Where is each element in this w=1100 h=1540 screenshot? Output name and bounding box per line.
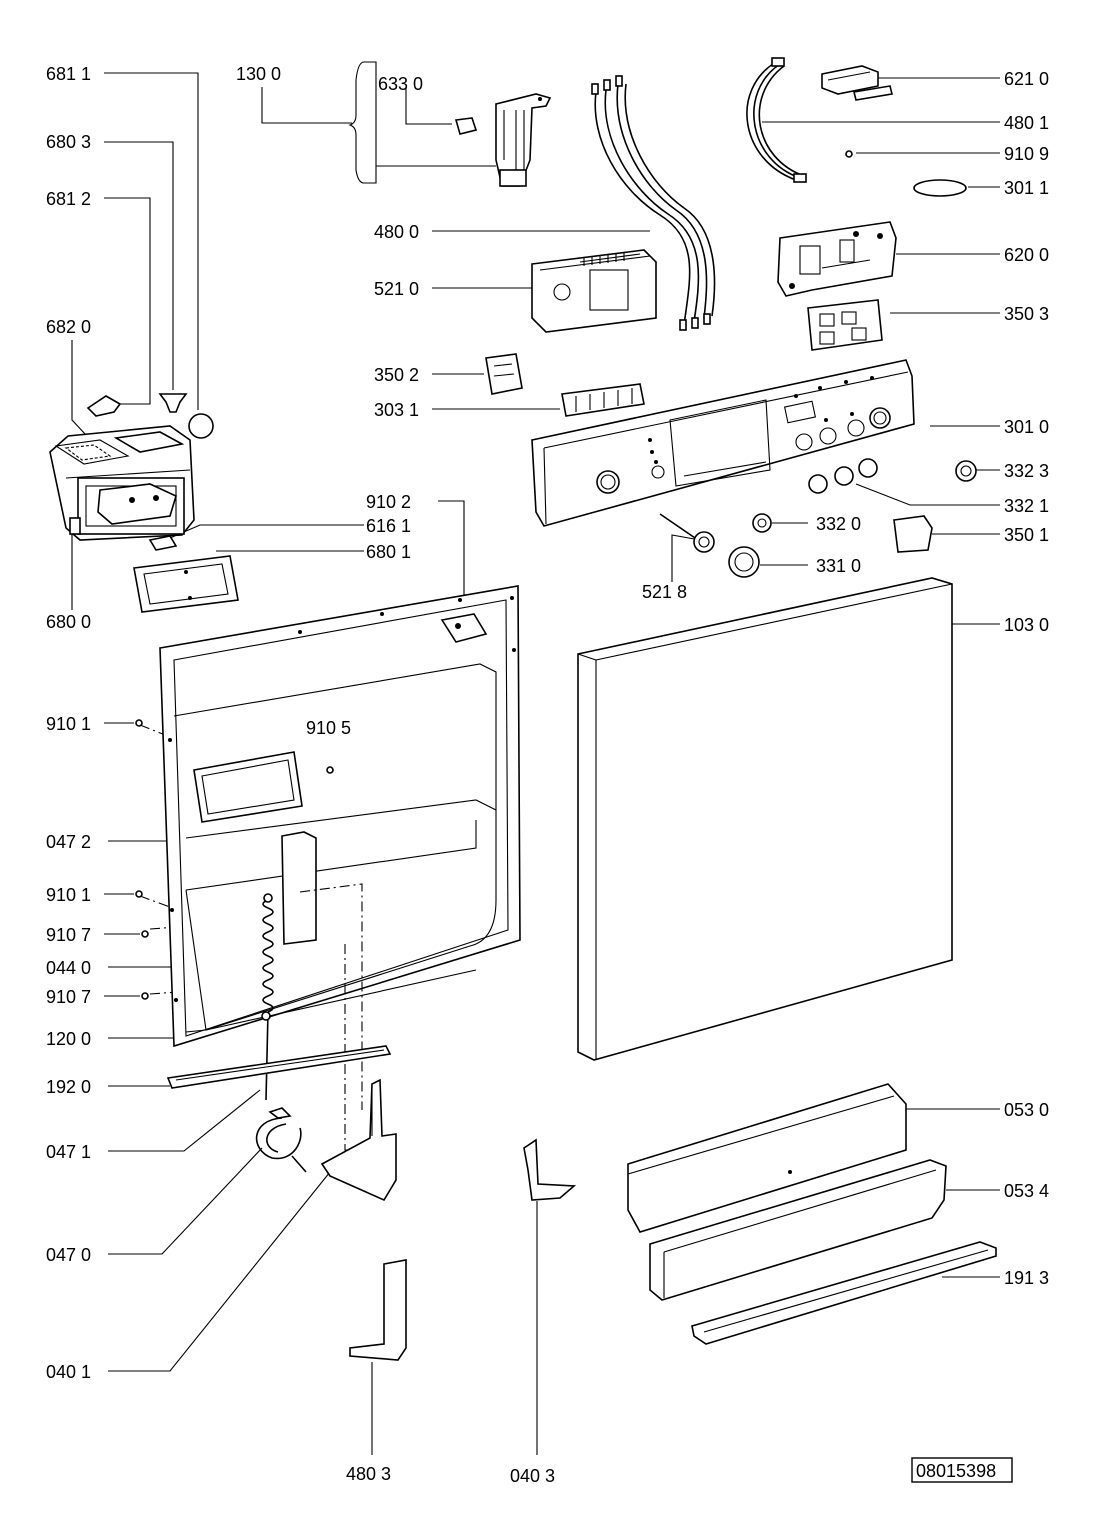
label-332-0: 332 0 bbox=[816, 514, 861, 534]
label-103-0: 103 0 bbox=[1004, 615, 1049, 635]
label-910-2: 910 2 bbox=[366, 492, 411, 512]
label-910-7-bottom: 910 7 bbox=[46, 987, 91, 1007]
label-682-0: 682 0 bbox=[46, 317, 91, 337]
label-910-1-top: 910 1 bbox=[46, 714, 91, 734]
label-910-1-bottom: 910 1 bbox=[46, 885, 91, 905]
wire-loop bbox=[746, 57, 807, 183]
label-192-0: 192 0 bbox=[46, 1077, 91, 1097]
ring bbox=[913, 179, 967, 197]
label-040-3: 040 3 bbox=[510, 1466, 555, 1486]
label-047-2: 047 2 bbox=[46, 832, 91, 852]
hinge-bracket-right bbox=[523, 1138, 577, 1201]
small-connector bbox=[485, 353, 523, 395]
diagram-id-box: 08015398 bbox=[911, 1457, 1013, 1483]
plug bbox=[158, 393, 188, 413]
label-620-0: 620 0 bbox=[1004, 245, 1049, 265]
label-350-1: 350 1 bbox=[1004, 525, 1049, 545]
bottom-seal bbox=[691, 1241, 997, 1345]
label-910-7-top: 910 7 bbox=[46, 925, 91, 945]
door-spring bbox=[261, 893, 274, 1101]
label-332-1: 332 1 bbox=[1004, 496, 1049, 516]
diagram-id: 08015398 bbox=[916, 1461, 996, 1481]
lever bbox=[86, 395, 122, 417]
control-panel bbox=[531, 359, 915, 527]
label-332-3: 332 3 bbox=[1004, 461, 1049, 481]
label-480-0: 480 0 bbox=[374, 222, 419, 242]
label-350-3: 350 3 bbox=[1004, 304, 1049, 324]
callout-labels: 681 1 680 3 681 2 682 0 680 0 130 0 633 … bbox=[46, 64, 1049, 1486]
label-480-1: 480 1 bbox=[1004, 113, 1049, 133]
knobs-332-1 bbox=[808, 458, 878, 494]
detergent-dispenser bbox=[49, 425, 195, 541]
label-053-0: 053 0 bbox=[1004, 1100, 1049, 1120]
label-047-0: 047 0 bbox=[46, 1245, 91, 1265]
inner-door bbox=[159, 585, 521, 1048]
knob-331-0 bbox=[728, 546, 760, 578]
clip bbox=[148, 535, 178, 551]
small-bracket bbox=[893, 515, 933, 553]
label-680-3: 680 3 bbox=[46, 132, 91, 152]
label-521-8: 521 8 bbox=[642, 582, 687, 602]
label-040-1: 040 1 bbox=[46, 1362, 91, 1382]
label-521-0: 521 0 bbox=[374, 279, 419, 299]
kickplate-cover bbox=[649, 1159, 947, 1301]
label-910-9: 910 9 bbox=[1004, 144, 1049, 164]
label-120-0: 120 0 bbox=[46, 1029, 91, 1049]
l-bracket bbox=[349, 1259, 407, 1361]
door-lock bbox=[495, 93, 552, 187]
label-350-2: 350 2 bbox=[374, 365, 419, 385]
label-616-1: 616 1 bbox=[366, 516, 411, 536]
button-strip bbox=[561, 383, 645, 417]
kickplate-channel bbox=[627, 1083, 907, 1233]
label-301-0: 301 0 bbox=[1004, 417, 1049, 437]
label-130-0: 130 0 bbox=[236, 64, 281, 84]
door-rail bbox=[166, 1045, 392, 1089]
relay-module bbox=[821, 65, 893, 101]
round-cap bbox=[188, 413, 214, 439]
label-681-1: 681 1 bbox=[46, 64, 91, 84]
micro-switch bbox=[454, 117, 478, 135]
screw bbox=[845, 150, 853, 158]
label-303-1: 303 1 bbox=[374, 400, 419, 420]
label-680-0: 680 0 bbox=[46, 612, 91, 632]
label-047-1: 047 1 bbox=[46, 1142, 91, 1162]
control-board bbox=[531, 249, 657, 333]
label-053-4: 053 4 bbox=[1004, 1181, 1049, 1201]
label-621-0: 621 0 bbox=[1004, 69, 1049, 89]
leader-lines bbox=[71, 61, 1000, 1455]
label-681-2: 681 2 bbox=[46, 189, 91, 209]
door-screws bbox=[135, 719, 334, 1000]
knob-332-0 bbox=[752, 513, 772, 533]
outer-door bbox=[577, 577, 953, 1061]
label-910-5: 910 5 bbox=[306, 718, 351, 738]
label-331-0: 331 0 bbox=[816, 556, 861, 576]
label-680-1: 680 1 bbox=[366, 542, 411, 562]
label-191-3: 191 3 bbox=[1004, 1268, 1049, 1288]
label-301-1: 301 1 bbox=[1004, 178, 1049, 198]
label-633-0: 633 0 bbox=[378, 74, 423, 94]
connector-block bbox=[807, 299, 883, 351]
knob-332-3 bbox=[955, 460, 977, 482]
sensor bbox=[659, 513, 715, 553]
spring-hook bbox=[255, 1107, 307, 1173]
gasket bbox=[133, 555, 239, 613]
label-044-0: 044 0 bbox=[46, 958, 91, 978]
hinge-bracket-left bbox=[320, 1078, 397, 1202]
mounting-bracket bbox=[777, 221, 897, 297]
wiring-harness bbox=[591, 75, 716, 331]
label-480-3: 480 3 bbox=[346, 1464, 391, 1484]
